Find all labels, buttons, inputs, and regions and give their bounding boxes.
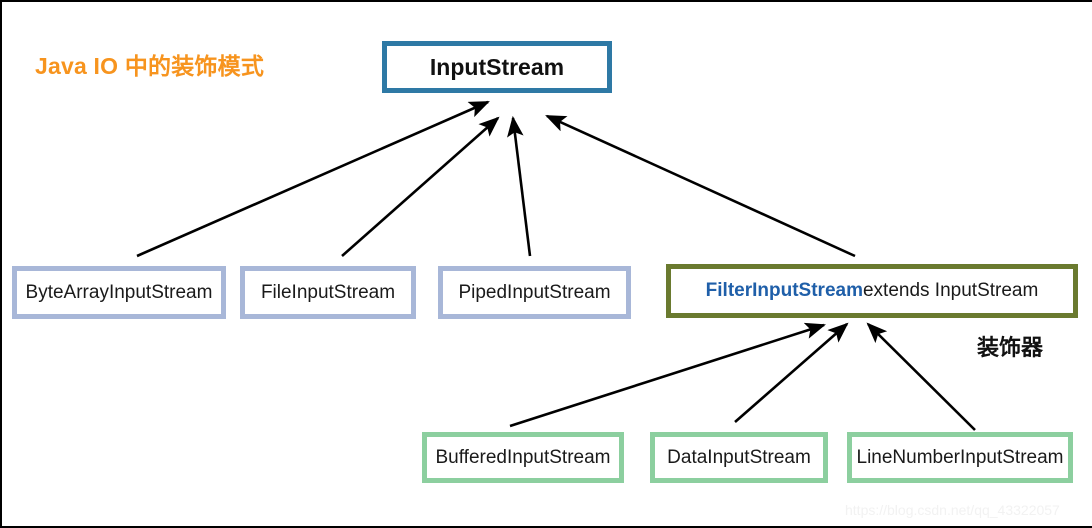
node-filterinputstream-name: FilterInputStream <box>705 280 863 301</box>
node-datainputstream[interactable]: DataInputStream <box>650 432 828 483</box>
node-bytearrayinputstream[interactable]: ByteArrayInputStream <box>12 266 226 319</box>
node-inputstream-label: InputStream <box>429 53 565 80</box>
node-fileinputstream[interactable]: FileInputStream <box>240 266 416 319</box>
node-bytearrayinputstream-label: ByteArrayInputStream <box>25 281 213 303</box>
node-linenumberinputstream-label: LineNumberInputStream <box>856 446 1064 468</box>
node-pipedinputstream[interactable]: PipedInputStream <box>438 266 631 319</box>
node-bufferedinputstream-label: BufferedInputStream <box>435 446 611 468</box>
watermark: https://blog.csdn.net/qq_43322057 <box>845 502 1060 518</box>
decorator-annotation: 装饰器 <box>977 335 1044 360</box>
edge-file-to-inputstream <box>341 116 500 257</box>
edge-data-to-filter <box>734 322 849 423</box>
node-filterinputstream-extends: extends InputStream <box>862 280 1039 301</box>
edge-linenumber-to-filter <box>866 322 976 431</box>
node-filterinputstream[interactable]: FilterInputStream extends InputStream <box>666 264 1078 318</box>
edge-buffered-to-filter <box>509 322 826 428</box>
node-pipedinputstream-label: PipedInputStream <box>458 281 611 303</box>
node-inputstream[interactable]: InputStream <box>382 41 612 93</box>
node-datainputstream-label: DataInputStream <box>667 446 811 468</box>
node-fileinputstream-label: FileInputStream <box>260 281 396 303</box>
node-bufferedinputstream[interactable]: BufferedInputStream <box>422 432 624 483</box>
edge-filter-to-inputstream <box>545 114 856 258</box>
edge-piped-to-inputstream <box>507 115 532 257</box>
edge-bytearray-to-inputstream <box>136 100 490 258</box>
page-title: Java IO 中的装饰模式 <box>35 53 265 79</box>
node-linenumberinputstream[interactable]: LineNumberInputStream <box>847 432 1073 483</box>
